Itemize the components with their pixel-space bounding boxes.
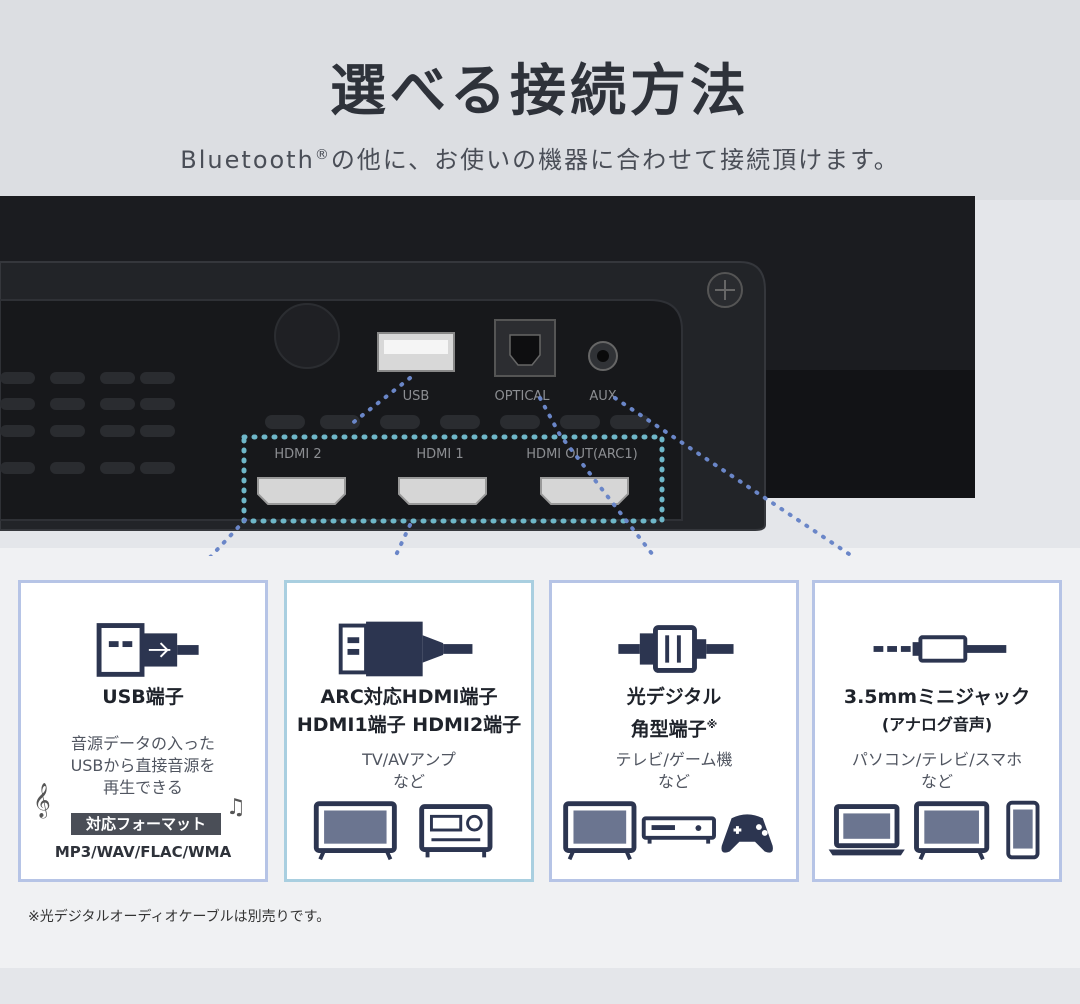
game-console-icon xyxy=(641,816,716,844)
bottom-strip xyxy=(0,968,1080,1004)
page-title: 選べる接続方法 xyxy=(330,59,750,124)
title-line: (アナログ音声) xyxy=(881,715,993,734)
port-label-optical: OPTICAL xyxy=(494,389,550,404)
port-label-hdmi-arc: HDMI OUT(ARC1) xyxy=(526,447,637,462)
port-label-aux: AUX xyxy=(589,389,616,404)
subtitle-bluetooth: Bluetooth xyxy=(180,146,315,174)
desc-line: 音源データの入った xyxy=(70,734,215,753)
card-usb-title: USB端子 xyxy=(21,683,265,711)
smartphone-icon xyxy=(1006,800,1040,860)
hdmi-arc-port xyxy=(540,477,629,505)
registered-mark: ® xyxy=(314,147,331,163)
card-optical-title: 光デジタル 角型端子※ xyxy=(552,683,796,743)
av-amplifier-icon xyxy=(419,804,493,858)
connector-lines xyxy=(208,376,856,556)
vent-grille xyxy=(0,372,650,474)
hdmi-group-outline xyxy=(241,434,665,524)
port-label-usb: USB xyxy=(403,389,430,404)
tv-icon xyxy=(313,801,397,861)
music-notes-icon: ♫ xyxy=(226,795,246,820)
card-minijack: 3.5mmミニジャック (アナログ音声) パソコン/テレビ/スマホ など xyxy=(812,580,1062,882)
hdmi2-port xyxy=(257,477,346,505)
soundbar-back-panel: USB OPTICAL AUX HDMI 2 HDMI 1 HDMI OUT(A… xyxy=(0,196,975,556)
desc-line: 再生できる xyxy=(103,778,183,797)
title-line: HDMI1端子 HDMI2端子 xyxy=(296,714,522,736)
desc-line: テレビ/ゲーム機 xyxy=(615,750,733,769)
hdmi-plug-icon xyxy=(338,621,473,677)
desc-line: など xyxy=(657,772,690,791)
mini-jack-icon xyxy=(873,635,1007,663)
header: 選べる接続方法 Bluetooth®の他に、お使いの機器に合わせて接続頂けます。 xyxy=(0,0,1080,200)
subtitle-rest: の他に、お使いの機器に合わせて接続頂けます。 xyxy=(330,146,900,174)
aux-port xyxy=(588,341,618,371)
format-list: MP3/WAV/FLAC/WMA xyxy=(54,843,232,861)
desc-line: TV/AVアンプ xyxy=(362,750,456,769)
title-line: USB端子 xyxy=(102,686,184,708)
hdmi1-port xyxy=(398,477,487,505)
port-label-hdmi2: HDMI 2 xyxy=(274,447,321,462)
card-optical-devices xyxy=(563,801,773,861)
desc-line: パソコン/テレビ/スマホ xyxy=(851,750,1023,769)
usb-port xyxy=(377,332,455,372)
card-usb-description: 音源データの入った USBから直接音源を 再生できる xyxy=(21,733,265,799)
music-note-icon: 𝄞 xyxy=(33,783,51,818)
title-line: 3.5mmミニジャック xyxy=(843,686,1031,708)
card-optical-description: テレビ/ゲーム機 など xyxy=(552,749,796,793)
tv-icon xyxy=(563,801,637,861)
desc-line: など xyxy=(392,772,425,791)
card-usb: USB端子 音源データの入った USBから直接音源を 再生できる 𝄞 ♫ 対応フ… xyxy=(18,580,268,882)
card-hdmi-description: TV/AVアンプ など xyxy=(287,749,531,793)
mount-hole xyxy=(274,303,340,369)
usb-plug-icon xyxy=(96,623,199,677)
card-hdmi: ARC対応HDMI端子 HDMI1端子 HDMI2端子 TV/AVアンプ など xyxy=(284,580,534,882)
card-optical: 光デジタル 角型端子※ テレビ/ゲーム機 など xyxy=(549,580,799,882)
card-minijack-title: 3.5mmミニジャック (アナログ音声) xyxy=(815,683,1059,739)
gamepad-icon xyxy=(721,814,773,853)
footnote-mark: ※ xyxy=(706,718,718,731)
title-line: ARC対応HDMI端子 xyxy=(320,686,498,708)
card-hdmi-title: ARC対応HDMI端子 HDMI1端子 HDMI2端子 xyxy=(287,683,531,739)
card-minijack-description: パソコン/テレビ/スマホ など xyxy=(815,749,1059,793)
optical-port xyxy=(494,319,556,377)
desc-line: USBから直接音源を xyxy=(70,756,216,775)
hdmi-ports xyxy=(257,477,629,505)
card-hdmi-devices xyxy=(313,801,493,861)
title-line: 光デジタル xyxy=(626,686,722,708)
card-minijack-devices xyxy=(828,800,1040,861)
port-label-hdmi1: HDMI 1 xyxy=(416,447,463,462)
title-text: 角型端子 xyxy=(630,718,707,741)
desc-line: など xyxy=(920,772,953,791)
optical-plug-icon xyxy=(618,625,734,673)
tv-icon xyxy=(914,801,990,861)
laptop-icon xyxy=(828,804,905,856)
format-badge: 対応フォーマット xyxy=(71,813,221,835)
title-line: 角型端子※ xyxy=(552,711,796,743)
footnote: ※光デジタルオーディオケーブルは別売りです。 xyxy=(28,909,331,925)
page-subtitle: Bluetooth®の他に、お使いの機器に合わせて接続頂けます。 xyxy=(0,140,1080,175)
